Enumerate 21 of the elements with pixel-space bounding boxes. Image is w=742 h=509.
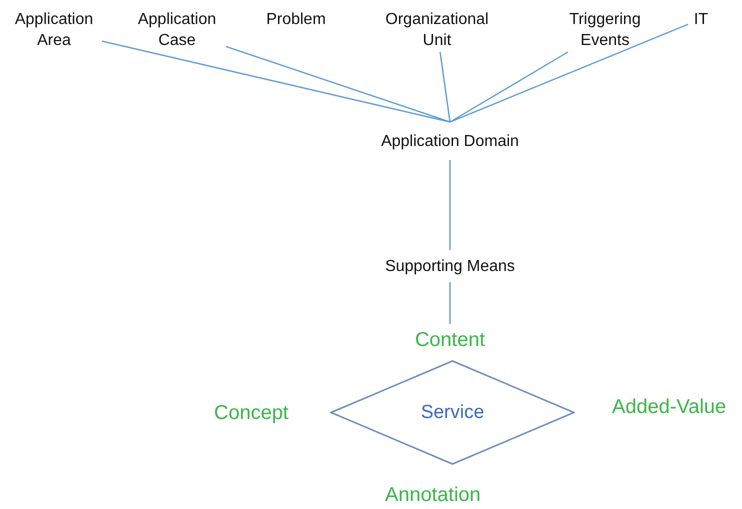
node-label: Problem <box>266 10 326 30</box>
node-label: Service <box>420 402 484 423</box>
node-label: Application Domain <box>381 132 519 152</box>
concept-label: Annotation <box>385 484 481 507</box>
connector-line <box>439 52 451 122</box>
connector-line <box>449 282 451 324</box>
connector-line <box>450 51 568 123</box>
node-label: Supporting Means <box>385 256 515 276</box>
connector-line <box>450 24 688 123</box>
connector-line <box>226 46 450 123</box>
connector-line <box>449 160 451 250</box>
connector-line <box>102 40 450 123</box>
concept-label: Added-Value <box>612 396 726 419</box>
decision-diamond <box>330 360 575 465</box>
concept-label: Concept <box>214 402 288 425</box>
node-label: Organizational Unit <box>384 10 490 51</box>
node-label: IT <box>694 10 708 30</box>
node-label: Application Case <box>136 10 218 51</box>
node-label: Content <box>414 330 486 350</box>
node-label: Triggering Events <box>568 10 642 51</box>
node-label: Application Area <box>14 10 94 51</box>
